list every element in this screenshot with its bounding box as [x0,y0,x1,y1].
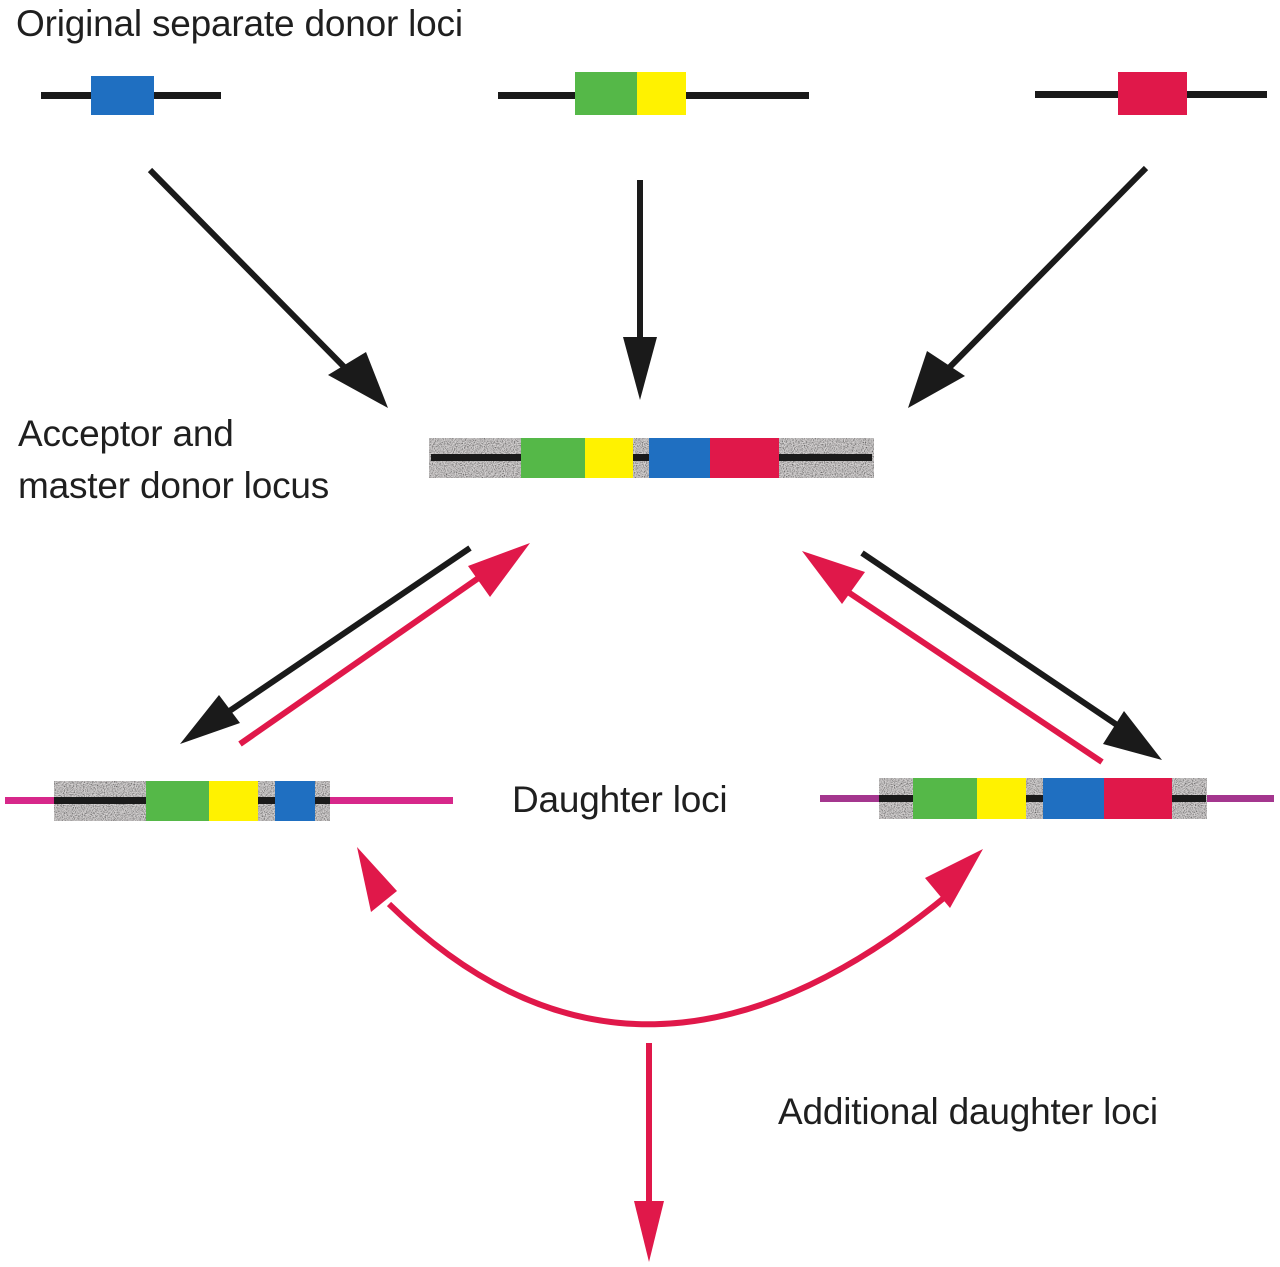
arrow-shaft [147,167,358,381]
donor-gy-green-segment [575,72,637,115]
daughter-left-blue-segment [275,781,315,821]
arrow-shaft [226,545,472,715]
arrow-shaft [238,567,492,747]
arrow-head-left [357,847,397,912]
daughter-right-yellow-segment [977,778,1026,819]
arrow-curve [386,890,952,1028]
donor-locus-green-yellow [498,72,809,115]
daughter-left-green-segment [146,781,209,821]
arrow-head [634,1201,664,1262]
arrow-donor-blue-to-master [147,167,388,408]
label-acceptor-master-locus: Acceptor and master donor locus [18,408,329,512]
daughter-left-flank-right [329,797,453,804]
arrow-shaft [860,550,1122,730]
daughter-right-red-segment [1104,778,1172,819]
daughter-left-line-right [315,797,330,804]
daughter-left-flank-left [5,797,55,804]
daughter-left-line-mid [258,797,275,804]
arrow-daughter-left-to-master [238,543,530,747]
arrow-shaft [937,165,1149,380]
arrow-head [180,695,240,744]
arrow-shaft [843,587,1104,765]
arrow-head [468,543,530,597]
arrow-head [802,551,865,604]
arrow-head [623,337,657,400]
arrow-master-to-daughter-right [860,550,1162,760]
arrow-donor-gy-to-master [623,180,657,400]
arrow-head [908,351,965,408]
daughter-left-line-left [54,797,146,804]
master-yellow-segment [585,438,633,478]
title-original-separate-donor-loci: Original separate donor loci [16,3,463,44]
daughter-locus-right [820,778,1274,819]
arrow-head [1103,711,1162,760]
arrow-to-additional-daughter-loci [634,1043,664,1262]
arrow-head-right [925,849,983,908]
arrow-master-to-daughter-left [180,545,472,744]
daughter-right-flank-left [820,795,880,802]
label-acceptor-line2: master donor locus [18,465,330,506]
daughter-right-blue-segment [1043,778,1104,819]
label-daughter-loci: Daughter loci [512,779,728,820]
master-blue-segment [649,438,710,478]
arrow-donor-red-to-master [908,165,1149,408]
master-green-segment [521,438,585,478]
daughter-right-line-left [879,795,913,802]
arrow-daughter-right-to-master [802,551,1104,765]
arrow-daughter-exchange-curved [357,847,983,1028]
label-additional-daughter-loci: Additional daughter loci [778,1091,1158,1132]
master-line-mid [632,454,650,461]
donor-blue-segment [91,76,154,115]
master-line-right [779,454,872,461]
master-donor-locus [429,438,874,478]
daughter-right-line-right [1172,795,1206,802]
daughter-right-green-segment [913,778,977,819]
donor-locus-blue [41,76,221,115]
daughter-left-yellow-segment [209,781,258,821]
master-line-left [431,454,523,461]
daughter-right-line-mid [1025,795,1043,802]
arrow-head [328,352,388,408]
label-acceptor-line1: Acceptor and [18,413,234,454]
daughter-right-flank-right [1206,795,1274,802]
donor-gy-yellow-segment [637,72,686,115]
daughter-locus-left [5,781,453,821]
donor-red-segment [1118,72,1187,115]
master-red-segment [710,438,779,478]
donor-locus-red [1035,72,1267,115]
